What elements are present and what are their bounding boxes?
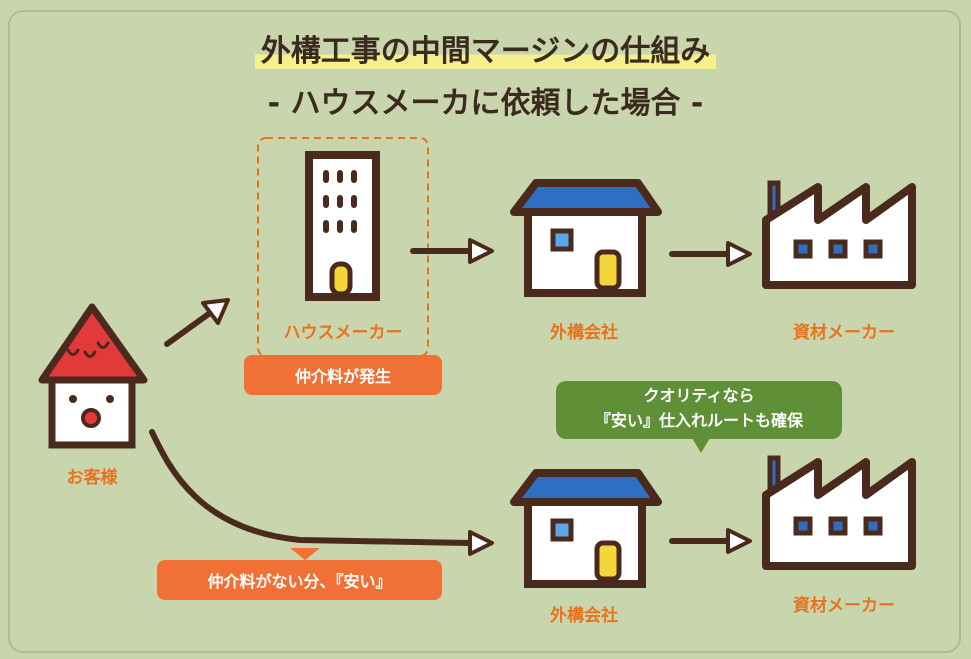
badge-no-fee-cheaper: 仲介料がない分、『安い』 [157, 560, 442, 600]
label-customer: お客様 [66, 468, 118, 488]
factory-icon [762, 180, 916, 289]
arrow-head [726, 241, 752, 267]
callout-line-1: クオリティなら [643, 386, 755, 405]
page-title-text: 外構工事の中間マージンの仕組み [254, 34, 717, 69]
contractor-house-icon [510, 469, 662, 588]
label-contractor-bottom: 外構会社 [550, 606, 618, 626]
callout-line-2: 『安い』仕入れルートも確保 [594, 411, 803, 430]
contractor-house-icon [510, 179, 662, 297]
factory-icon [762, 455, 916, 570]
arrow-head [726, 528, 752, 554]
callout-tail [692, 438, 710, 453]
label-supplier-bottom: 資材メーカー [793, 596, 895, 616]
label-contractor-top: 外構会社 [550, 323, 618, 343]
page-title: 外構工事の中間マージンの仕組み [0, 26, 971, 70]
quality-callout: クオリティなら 『安い』仕入れルートも確保 [556, 381, 842, 453]
badge-tail [290, 548, 320, 560]
arrow-icon [149, 429, 473, 546]
label-supplier-top: 資材メーカー [793, 323, 895, 343]
page-subtitle: - ハウスメーカに依頼した場合 - [267, 86, 704, 121]
customer-house-icon [38, 303, 148, 449]
frame-border [8, 10, 961, 653]
office-building-icon [305, 151, 380, 301]
badge-fee-occurs: 仲介料が発生 [244, 355, 442, 395]
arrow-head [468, 530, 494, 556]
label-house-maker: ハウスメーカー [283, 323, 403, 343]
arrow-icon [164, 310, 213, 347]
arrow-head [468, 238, 494, 264]
arrow-head [201, 298, 230, 325]
